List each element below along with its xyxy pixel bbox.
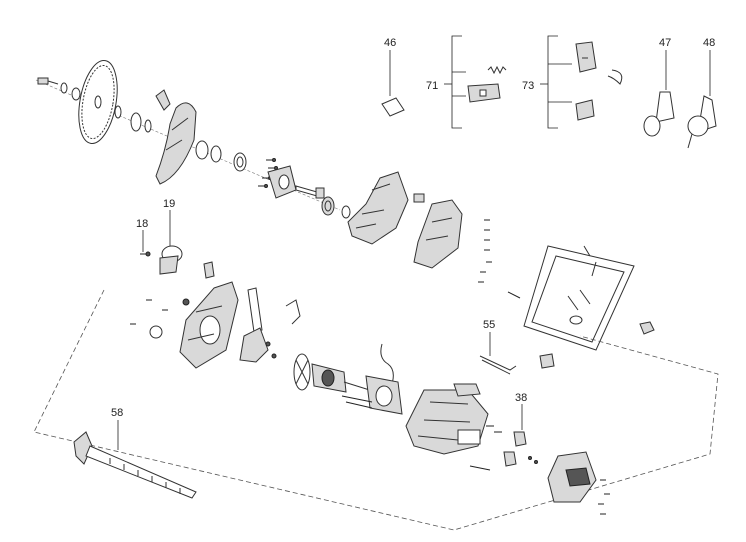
upper-blade-guard-housing xyxy=(347,171,409,245)
armature xyxy=(311,363,377,393)
lower-blade-guard xyxy=(155,102,197,185)
pin-small-2 xyxy=(271,353,277,359)
flange-washer-2 xyxy=(144,119,152,133)
pad-46 xyxy=(381,97,405,117)
kit-71-latch xyxy=(467,83,501,103)
part-38-switch xyxy=(513,431,527,447)
knob-small xyxy=(539,353,555,369)
saw-blade xyxy=(78,60,118,144)
small-clip xyxy=(413,193,425,203)
guard-bracket xyxy=(239,327,269,363)
part-19-bushing xyxy=(159,245,183,275)
callout-55: 55 xyxy=(483,319,495,331)
spindle-bearing xyxy=(341,205,351,219)
part-58-rip-fence xyxy=(73,431,197,499)
motor-housing-cover xyxy=(413,199,463,269)
spindle-gear xyxy=(321,196,335,216)
callout-46: 46 xyxy=(384,37,396,49)
kit-71-bracket xyxy=(444,35,466,129)
armature-fan xyxy=(293,353,311,391)
gear-housing-plate xyxy=(267,165,297,199)
part-47-spindle-lock xyxy=(643,91,675,137)
switch-contacts xyxy=(503,451,538,467)
callout-48: 48 xyxy=(703,37,715,49)
callout-58: 58 xyxy=(111,407,123,419)
stator xyxy=(365,375,403,415)
callout-73: 73 xyxy=(522,80,534,92)
flange-washer xyxy=(130,112,142,132)
callout-47: 47 xyxy=(659,37,671,49)
left-bushing xyxy=(149,325,163,339)
base-pin xyxy=(507,291,521,299)
guard-link xyxy=(247,287,263,333)
kit-71-spring xyxy=(487,65,507,75)
handle-screws xyxy=(469,425,502,471)
assembly-boundary xyxy=(33,289,719,531)
callout-18: 18 xyxy=(136,218,148,230)
handle-grip xyxy=(453,383,481,397)
callout-38: 38 xyxy=(515,392,527,404)
bearing-1 xyxy=(195,140,209,160)
part-55-hex-key xyxy=(479,355,517,375)
clip-spring xyxy=(285,299,301,325)
battery-receptacle xyxy=(547,451,597,503)
blade-washer xyxy=(60,82,68,94)
bearing-2 xyxy=(210,145,222,163)
guard-lever xyxy=(155,89,171,111)
kit-73-bracket xyxy=(540,35,572,129)
blade-washer-inner xyxy=(71,87,81,101)
kit-73-clip xyxy=(607,69,623,85)
spacer-ring xyxy=(114,105,122,119)
kit-73-brush-holder xyxy=(575,41,597,73)
motor-housing-left xyxy=(179,281,239,369)
base-knob xyxy=(639,321,655,335)
housing-screws-left xyxy=(130,298,190,325)
base-plate xyxy=(523,245,635,351)
brush-wires xyxy=(380,343,394,385)
pin-small xyxy=(265,341,271,347)
long-screws xyxy=(341,395,373,409)
handle-housing xyxy=(405,389,489,455)
callout-19: 19 xyxy=(163,198,175,210)
blade-bolt xyxy=(37,77,59,85)
kit-73-cap xyxy=(575,99,595,121)
base-screws xyxy=(478,219,492,283)
callout-71: 71 xyxy=(426,80,438,92)
spindle-shaft xyxy=(295,185,325,199)
part-48-knob xyxy=(687,95,717,149)
receptacle-screws xyxy=(598,479,610,515)
part-18-screw xyxy=(140,251,151,257)
bearing-3 xyxy=(233,152,247,172)
lever-clip xyxy=(203,261,215,279)
